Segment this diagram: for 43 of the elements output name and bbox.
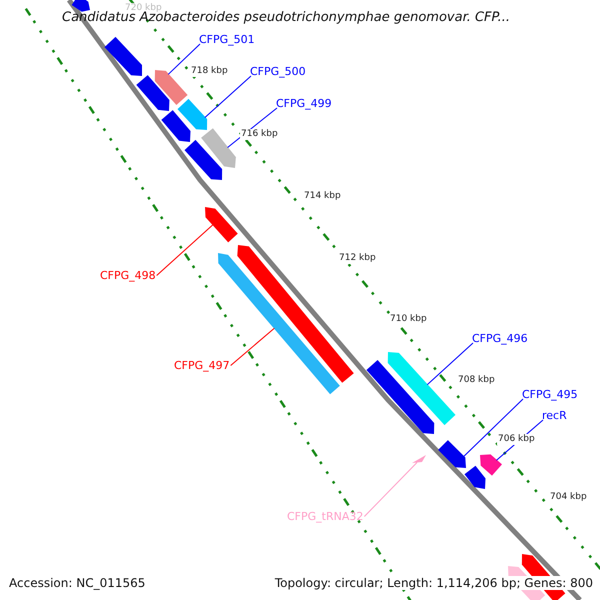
scale-label: 706 kbp: [497, 434, 536, 445]
leader-line: [463, 398, 524, 457]
gene-label: CFPG_tRNA32: [287, 511, 364, 522]
gene-block: [366, 360, 434, 434]
gene-block: [438, 440, 466, 468]
scale-label: 704 kbp: [549, 492, 588, 503]
gene-block: [178, 98, 208, 130]
gene-block: [388, 352, 456, 426]
scale-label: 708 kbp: [457, 375, 496, 386]
leader-line: [426, 342, 474, 386]
footer-text: Topology: circular; Length: 1,114,206 bp; Genes: 800: [274, 576, 594, 590]
gene-label: CFPG_498: [100, 270, 156, 281]
gene-label: CFPG_497: [174, 360, 230, 371]
gene-block: [464, 466, 486, 489]
gene-block: [136, 75, 170, 111]
trna-marker: [412, 455, 426, 463]
leader-line: [204, 76, 252, 118]
leader-line: [168, 44, 200, 75]
gene-label: recR: [542, 410, 567, 421]
gene-block: [205, 207, 238, 242]
title: Candidatus Azobacteroides pseudotrichonymphae genomovar. CFP...: [62, 11, 510, 24]
gene-block: [480, 454, 502, 476]
gene-block: [104, 36, 142, 76]
scale-label: 712 kbp: [338, 253, 377, 264]
gene-label: CFPG_499: [276, 98, 332, 109]
gene-label: CFPG_500: [250, 66, 306, 77]
gene-block: [72, 0, 90, 12]
gene-block: [154, 70, 188, 105]
gene-label: CFPG_501: [199, 34, 255, 45]
gene-block: [184, 140, 222, 180]
scale-label: 714 kbp: [303, 191, 342, 202]
scale-label: 718 kbp: [190, 66, 229, 77]
gene-label: CFPG_496: [472, 333, 528, 344]
scale-label: 710 kbp: [389, 314, 428, 325]
gene-block: [201, 128, 236, 168]
footer-text: Accession: NC_011565: [8, 576, 146, 590]
gene-label: CFPG_495: [522, 389, 578, 400]
leader-line: [230, 328, 275, 366]
leader-line: [364, 462, 418, 517]
leader-line: [156, 224, 214, 276]
gene-block: [237, 245, 354, 383]
gene-block: [161, 110, 190, 142]
scale-label: 716 kbp: [240, 129, 279, 140]
